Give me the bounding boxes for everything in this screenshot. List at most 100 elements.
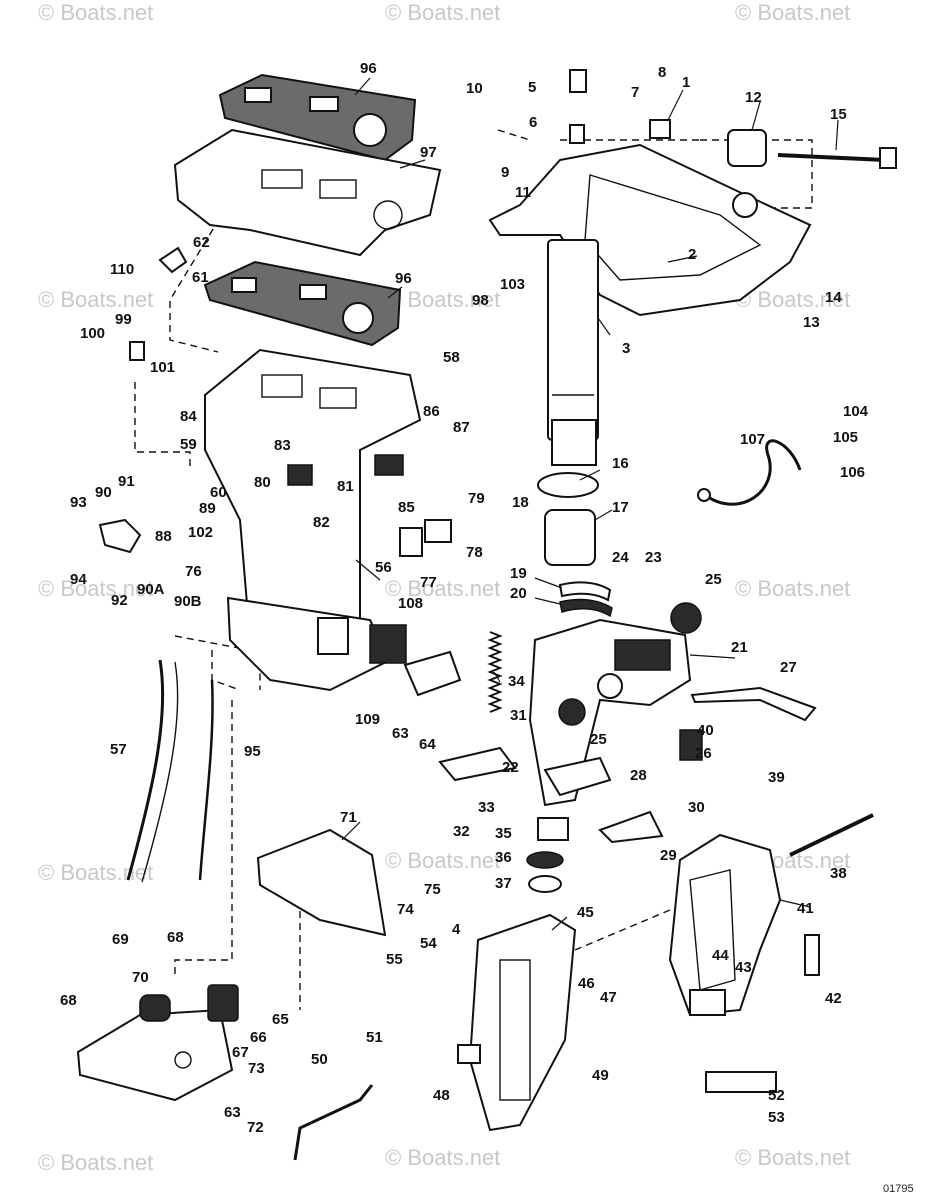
callout-45: 45 — [577, 904, 594, 921]
kingpin — [569, 69, 587, 93]
seal-ring-lower — [526, 851, 564, 869]
callout-43: 43 — [735, 959, 752, 976]
callout-25: 25 — [705, 571, 722, 588]
plate-78 — [424, 519, 452, 543]
callout-68b: 68 — [60, 992, 77, 1009]
callout-29: 29 — [660, 847, 677, 864]
callout-60: 60 — [210, 484, 227, 501]
thrust-washer — [558, 581, 612, 602]
callout-labels: 1 2 3 4 5 6 7 8 9 10 11 12 13 14 15 16 1… — [60, 60, 869, 1136]
callout-96: 96 — [360, 60, 377, 77]
callout-57: 57 — [110, 741, 127, 758]
callout-83: 83 — [274, 437, 291, 454]
callout-58: 58 — [443, 349, 460, 366]
watermark: © Boats.net — [38, 287, 153, 312]
friction-block — [727, 129, 767, 167]
watermark: © Boats.net — [385, 848, 500, 873]
lower-gasket — [203, 260, 402, 347]
callout-53: 53 — [768, 1109, 785, 1126]
watermark: © Boats.net — [385, 287, 500, 312]
water-tube — [126, 659, 179, 883]
callout-88: 88 — [155, 528, 172, 545]
stern-bracket — [528, 618, 692, 807]
ground-strap — [697, 439, 802, 506]
callout-12: 12 — [745, 89, 762, 106]
connector — [649, 119, 671, 139]
callout-17: 17 — [612, 499, 629, 516]
callout-6: 6 — [529, 114, 537, 131]
callout-90: 90 — [95, 484, 112, 501]
callout-102: 102 — [188, 524, 213, 541]
watermark: © Boats.net — [385, 1145, 500, 1170]
shift-lever-rod — [293, 1084, 374, 1161]
callout-76: 76 — [185, 563, 202, 580]
callout-47: 47 — [600, 989, 617, 1006]
callout-8: 8 — [658, 64, 666, 81]
callout-66: 66 — [250, 1029, 267, 1046]
watermark: © Boats.net — [385, 576, 500, 601]
callout-103: 103 — [500, 276, 525, 293]
callout-19: 19 — [510, 565, 527, 582]
adapter-plate — [173, 128, 442, 257]
callout-74: 74 — [397, 901, 414, 918]
callout-93: 93 — [70, 494, 87, 511]
callout-3: 3 — [622, 340, 630, 357]
callout-38: 38 — [830, 865, 847, 882]
callout-49: 49 — [592, 1067, 609, 1084]
callout-20: 20 — [510, 585, 527, 602]
callout-109: 109 — [355, 711, 380, 728]
callout-27: 27 — [780, 659, 797, 676]
callout-65: 65 — [272, 1011, 289, 1028]
callout-11: 11 — [515, 184, 531, 201]
callout-35: 35 — [495, 825, 512, 842]
liner — [559, 598, 613, 618]
callout-80: 80 — [254, 474, 271, 491]
clamp-bracket-lower — [468, 913, 577, 1132]
callout-84: 84 — [180, 408, 197, 425]
seal-ring — [537, 472, 599, 498]
callout-91: 91 — [118, 473, 135, 490]
bushing-48 — [457, 1044, 481, 1064]
small-parts — [98, 69, 820, 1093]
bushing-lower — [537, 817, 569, 841]
callout-108: 108 — [398, 595, 423, 612]
callout-101: 101 — [150, 359, 175, 376]
callout-99: 99 — [115, 311, 132, 328]
bushing — [569, 124, 585, 144]
callout-55: 55 — [386, 951, 403, 968]
callout-104: 104 — [843, 403, 869, 420]
swivel-bushing — [544, 509, 596, 566]
callout-23: 23 — [645, 549, 662, 566]
callout-97: 97 — [420, 144, 437, 161]
bumper — [679, 729, 703, 761]
callout-63b: 63 — [224, 1104, 241, 1121]
callout-48: 48 — [433, 1087, 450, 1104]
clamp-bracket — [668, 833, 782, 1017]
callout-9: 9 — [501, 164, 509, 181]
shift-rod — [198, 679, 214, 881]
callout-70: 70 — [132, 969, 149, 986]
callout-54: 54 — [420, 935, 437, 952]
callout-21: 21 — [731, 639, 748, 656]
knob — [558, 698, 586, 726]
callout-79: 79 — [468, 490, 485, 507]
callout-18: 18 — [512, 494, 529, 511]
leader-lines — [341, 77, 839, 931]
callout-25b: 25 — [590, 731, 607, 748]
callout-50: 50 — [311, 1051, 328, 1068]
friction-screw — [777, 147, 897, 169]
callout-26: 26 — [695, 745, 712, 762]
callout-46: 46 — [578, 975, 595, 992]
callout-68: 68 — [167, 929, 184, 946]
callout-69: 69 — [112, 931, 129, 948]
callout-92: 92 — [111, 592, 128, 609]
callout-71: 71 — [340, 809, 357, 826]
callout-28: 28 — [630, 767, 647, 784]
callout-10: 10 — [466, 80, 483, 97]
switch-80 — [287, 464, 313, 486]
callout-73: 73 — [248, 1060, 265, 1077]
callout-105: 105 — [833, 429, 858, 446]
exhaust-housing — [204, 348, 422, 692]
callout-52: 52 — [768, 1087, 785, 1104]
